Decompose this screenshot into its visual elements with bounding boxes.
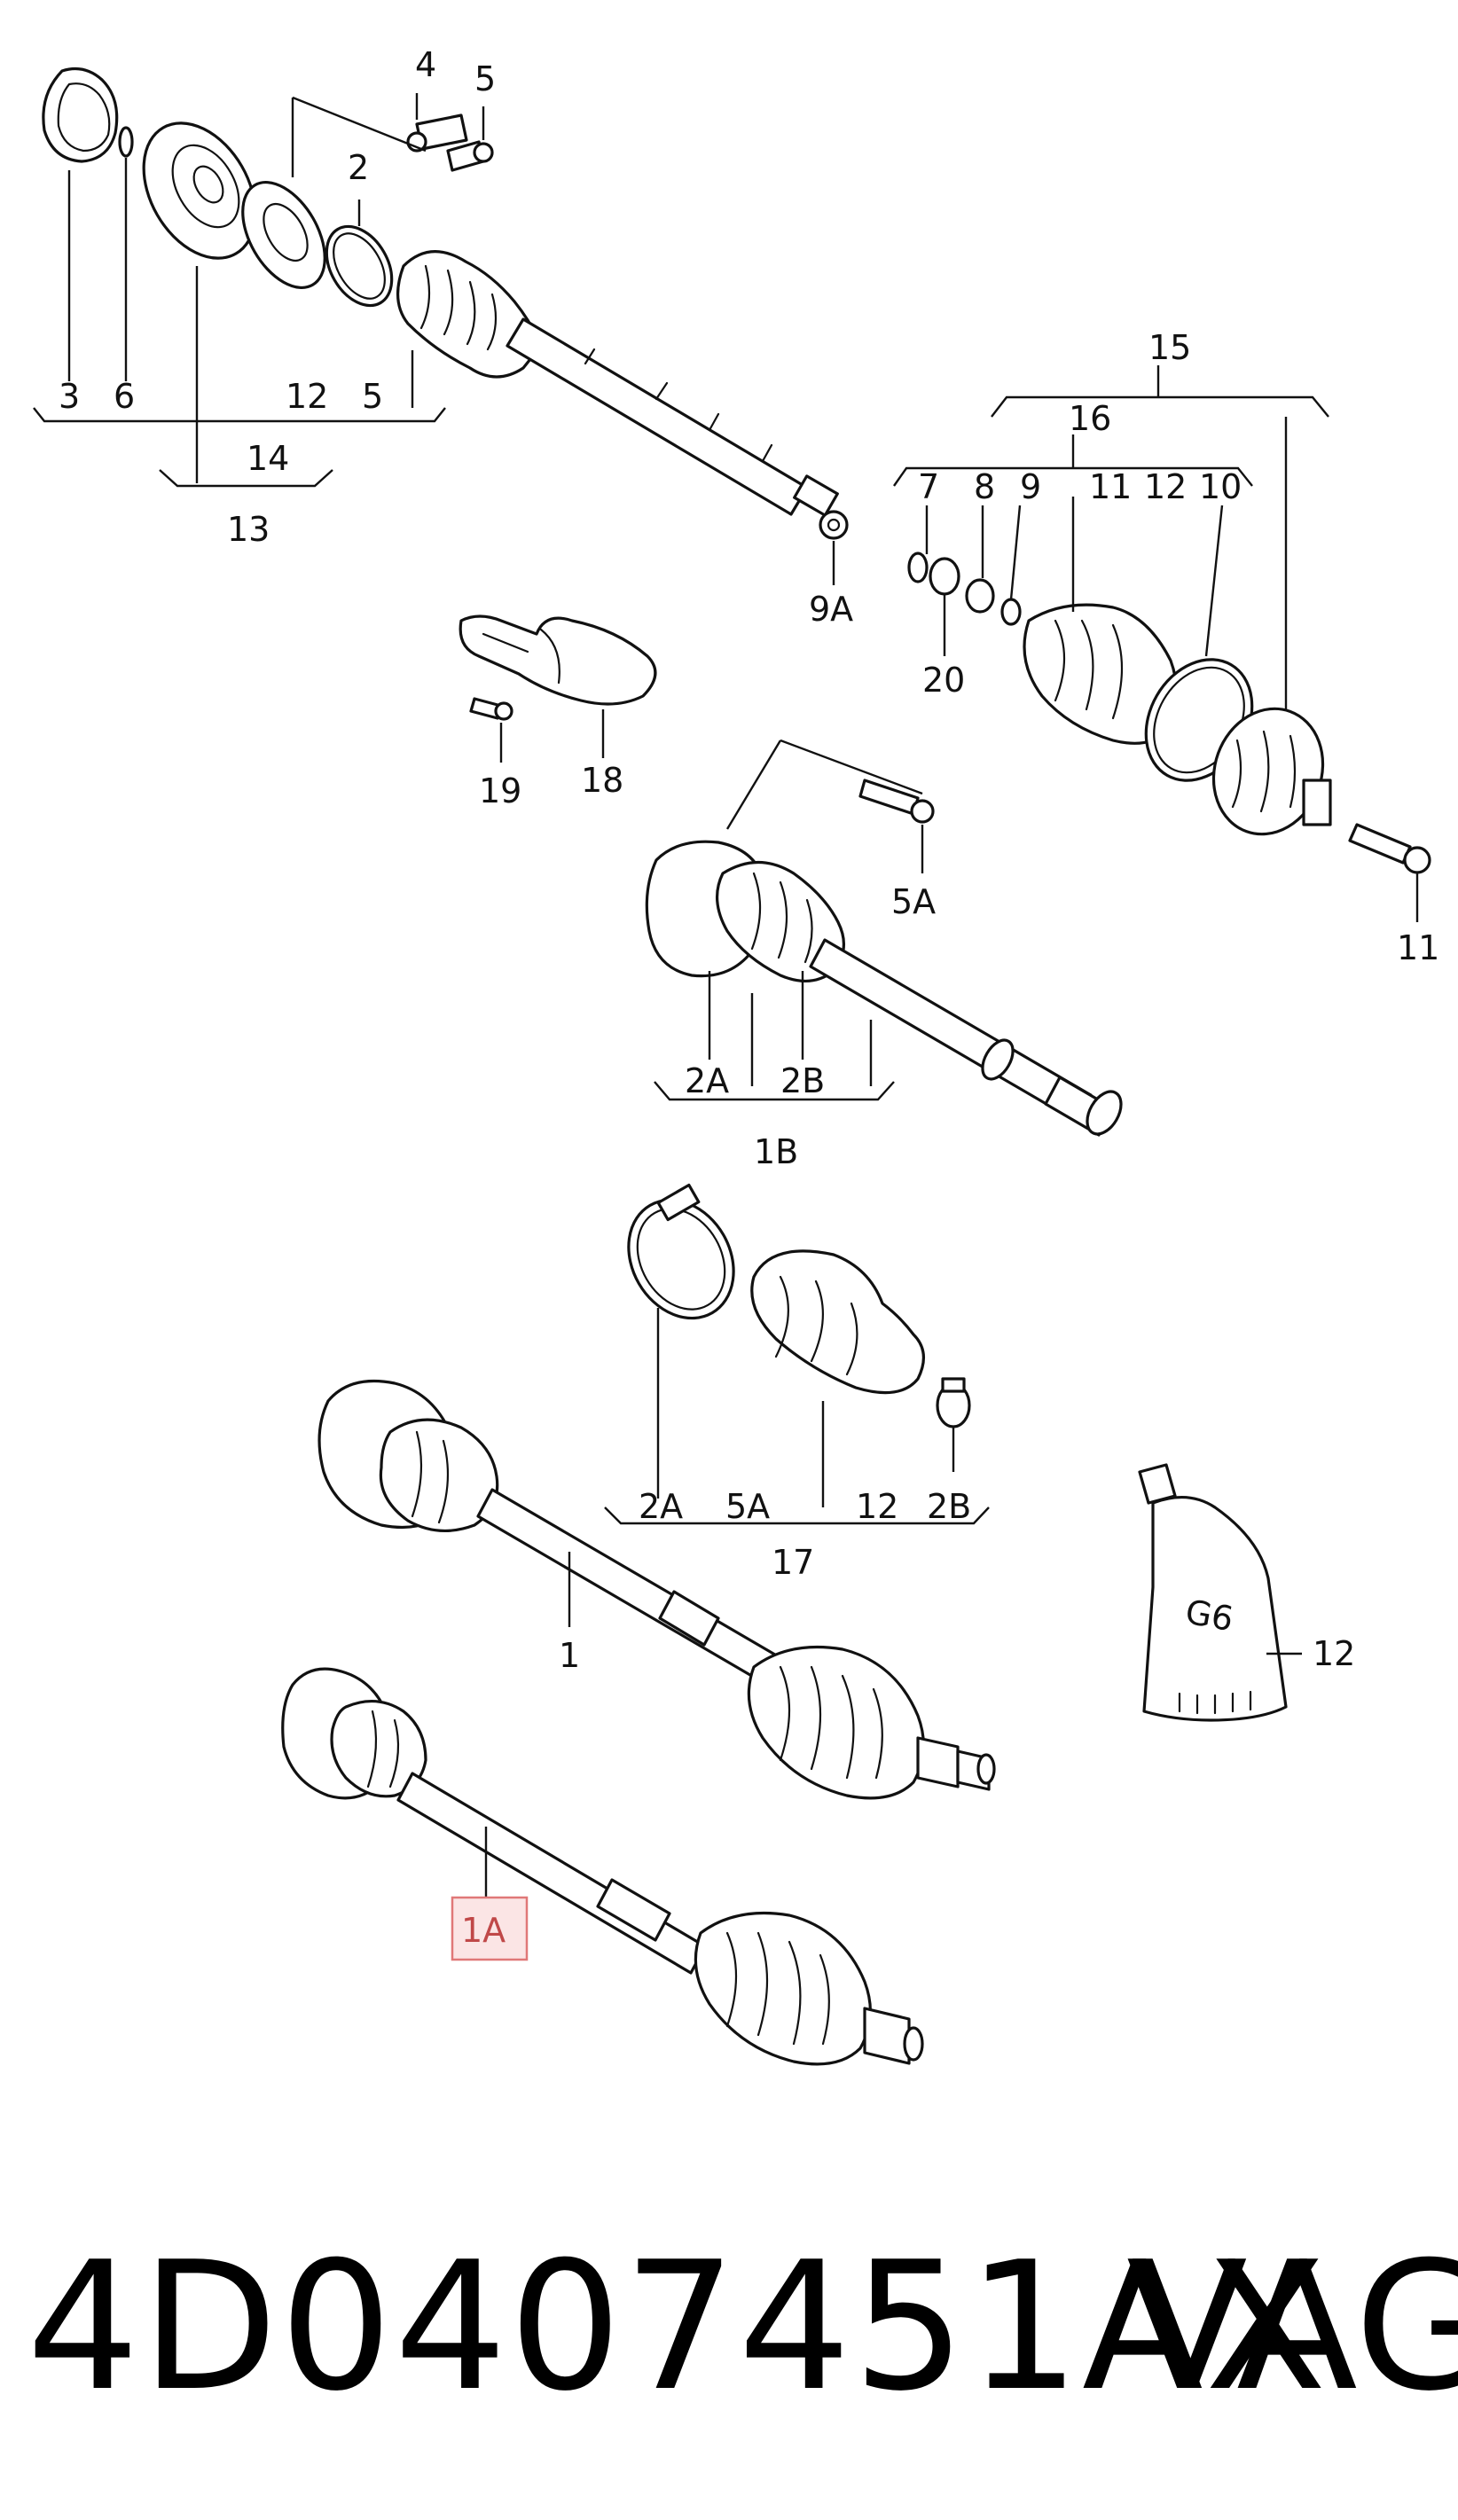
label-11: 11	[1089, 467, 1132, 506]
label-9: 9	[1020, 467, 1041, 506]
circlip-7	[907, 552, 929, 583]
label-1b: 1B	[754, 1132, 798, 1171]
label-2b-kit: 2B	[927, 1487, 971, 1526]
shaft-1a	[396, 1772, 707, 1975]
label-17: 17	[772, 1543, 814, 1582]
clamp-2a	[627, 1198, 735, 1320]
label-6: 6	[114, 377, 135, 416]
part-footer: 4D0407451AX VAG	[0, 2221, 1458, 2434]
label-5a: 5A	[891, 882, 936, 921]
heat-shield-assembly: 19 18	[459, 614, 657, 810]
tube-cap	[1138, 1463, 1177, 1505]
part-number: 4D0407451AX	[27, 2224, 1329, 2430]
boot-inner-1	[379, 1418, 499, 1533]
label-20: 20	[922, 661, 965, 700]
label-12-tube: 12	[1313, 1634, 1355, 1673]
label-1a: 1A	[461, 1911, 506, 1950]
grease-tube: G6 12	[1138, 1463, 1355, 1722]
label-7: 7	[918, 467, 939, 506]
highlight-box-1a	[451, 1896, 529, 1961]
label-5: 5	[474, 59, 496, 98]
boot-outer-1	[747, 1645, 926, 1800]
boot-inner-1a	[330, 1699, 427, 1798]
gasket-ring	[42, 67, 119, 163]
label-1: 1	[559, 1636, 580, 1675]
outer-joint-assembly: 15 16 7 8 9 11 12 10 20 11	[893, 328, 1439, 967]
boot-clamp	[325, 224, 394, 308]
label-4: 4	[415, 45, 436, 84]
label-2: 2	[348, 148, 369, 187]
bolt-19	[469, 697, 503, 720]
spacer-8	[965, 578, 995, 614]
boot-outer-1a	[694, 1911, 873, 2066]
label-15: 15	[1148, 328, 1191, 367]
label-2a-kit: 2A	[639, 1487, 683, 1526]
repair-kit-17: 2A 5A 12 2B 17	[604, 1183, 990, 1582]
label-12: 12	[286, 377, 328, 416]
bolt-11	[1348, 823, 1412, 865]
joint-flange	[241, 180, 326, 290]
label-16: 16	[1069, 399, 1111, 438]
label-9a: 9A	[809, 590, 853, 629]
drive-shaft-top	[506, 317, 809, 516]
label-14: 14	[247, 439, 289, 478]
label-18: 18	[581, 761, 623, 800]
shaft-1b-assembly: 5A 2A 2B 1B	[645, 739, 1123, 1171]
joint-boot	[396, 250, 543, 379]
shaft-1b	[809, 938, 1093, 1123]
label-3: 3	[59, 377, 80, 416]
label-12-kit: 12	[856, 1487, 898, 1526]
bolt-5a	[858, 779, 920, 816]
label-8: 8	[974, 467, 995, 506]
inner-joint-assembly: 4 5 2 3 6 12 5 14 13 9A	[33, 45, 853, 629]
label-12b: 12	[1144, 467, 1187, 506]
label-11b: 11	[1397, 928, 1439, 967]
circlip-9	[1000, 598, 1022, 626]
label-5b: 5	[362, 377, 383, 416]
drive-shaft-1: 1	[317, 1380, 996, 1800]
nut-9a	[819, 510, 849, 540]
label-13: 13	[227, 510, 270, 549]
tube-body	[1142, 1495, 1288, 1722]
drive-shaft-1a: 1A	[281, 1667, 924, 2066]
label-19: 19	[479, 771, 521, 810]
circlip	[118, 126, 134, 158]
label-2b: 2B	[780, 1061, 825, 1100]
label-2a: 2A	[685, 1061, 729, 1100]
boot-kit	[750, 1249, 925, 1395]
label-10: 10	[1199, 467, 1242, 506]
tube-brand: G6	[1182, 1593, 1235, 1640]
ring-20	[929, 557, 960, 596]
brand-name: VAG	[1126, 2224, 1458, 2430]
label-5a-kit: 5A	[725, 1487, 770, 1526]
